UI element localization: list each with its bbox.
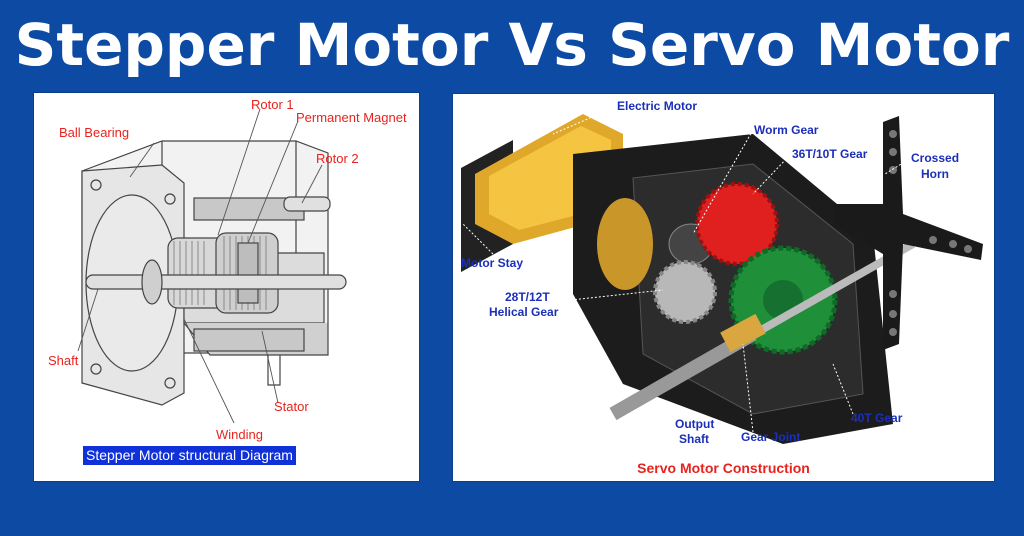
label-28t-12t: 28T/12T [505, 290, 550, 304]
stepper-caption: Stepper Motor structural Diagram [83, 446, 296, 465]
label-crossed: Crossed [911, 151, 959, 165]
label-gear-joint: Gear Joint [741, 430, 800, 444]
label-rotor-2: Rotor 2 [316, 151, 359, 166]
label-winding: Winding [216, 427, 263, 442]
stepper-diagram-panel: Rotor 1 Permanent Magnet Ball Bearing Ro… [33, 92, 420, 482]
label-shaft: Shaft [679, 432, 709, 446]
label-output: Output [675, 417, 714, 431]
label-rotor-1: Rotor 1 [251, 97, 294, 112]
label-worm-gear: Worm Gear [754, 123, 819, 137]
stepper-motor-drawing: Rotor 1 Permanent Magnet Ball Bearing Ro… [48, 97, 407, 442]
label-electric-motor: Electric Motor [617, 99, 697, 113]
page-title: Stepper Motor Vs Servo Motor [14, 11, 1010, 79]
label-permanent-magnet: Permanent Magnet [296, 110, 407, 125]
label-motor-stay: Motor Stay [461, 256, 523, 270]
label-36t-10t-gear: 36T/10T Gear [792, 147, 868, 161]
label-stator: Stator [274, 399, 309, 414]
label-helical-gear: Helical Gear [489, 305, 559, 319]
servo-diagram-panel: Electric Motor Worm Gear 36T/10T Gear Cr… [452, 93, 995, 482]
label-horn: Horn [921, 167, 949, 181]
label-shaft: Shaft [48, 353, 79, 368]
label-40t-gear: 40T Gear [851, 411, 903, 425]
servo-caption: Servo Motor Construction [637, 460, 810, 476]
label-ball-bearing: Ball Bearing [59, 125, 129, 140]
servo-motor-drawing: Electric Motor Worm Gear 36T/10T Gear Cr… [461, 99, 983, 446]
